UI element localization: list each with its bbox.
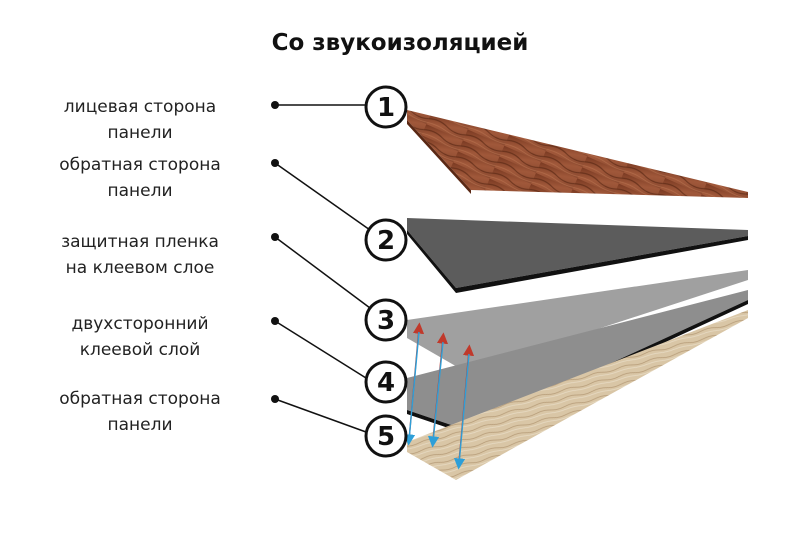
label-double-adhesive: двухсторонний клеевой слой xyxy=(30,311,250,363)
diagram-title: Со звукоизоляцией xyxy=(271,30,529,56)
gray-layer xyxy=(407,270,748,372)
leader-4 xyxy=(274,320,367,379)
light-wood-layer xyxy=(407,310,748,480)
marker-4-number: 4 xyxy=(377,368,395,398)
label-back-side-bottom-line1: обратная сторона xyxy=(59,389,221,409)
marker-3-number: 3 xyxy=(377,306,395,336)
label-face-side: лицевая сторона панели xyxy=(30,94,250,146)
marker-5-number: 5 xyxy=(377,422,395,452)
marker-5: 5 xyxy=(364,414,408,458)
wood-face-edge xyxy=(407,120,471,194)
blue-arrow-2 xyxy=(427,341,444,448)
blue-arrow-3 xyxy=(453,353,470,470)
leader-dot-3 xyxy=(271,233,279,241)
leader-dot-4 xyxy=(271,317,279,325)
label-back-side: обратная сторона панели xyxy=(30,152,250,204)
leader-5 xyxy=(274,398,367,433)
marker-1-number: 1 xyxy=(377,93,395,123)
label-face-side-line1: лицевая сторона xyxy=(63,97,217,117)
label-face-side-line2: панели xyxy=(107,123,173,143)
dark-film-layer xyxy=(407,218,748,288)
leader-dot-1 xyxy=(271,101,279,109)
label-back-side-line1: обратная сторона xyxy=(59,155,221,175)
label-back-side-line2: панели xyxy=(107,181,173,201)
marker-3: 3 xyxy=(364,298,408,342)
marker-4: 4 xyxy=(364,360,408,404)
leader-dot-5 xyxy=(271,395,279,403)
marker-2-number: 2 xyxy=(377,226,395,256)
label-protective-film-line1: защитная пленка xyxy=(61,232,219,252)
label-protective-film-line2: на клеевом слое xyxy=(65,258,215,278)
label-protective-film: защитная пленка на клеевом слое xyxy=(30,229,250,281)
label-back-side-bottom-line2: панели xyxy=(107,415,173,435)
leader-2 xyxy=(274,162,371,231)
label-double-adhesive-line2: клеевой слой xyxy=(79,340,201,360)
leader-dot-2 xyxy=(271,159,279,167)
wood-face-layer xyxy=(407,110,748,198)
leader-3 xyxy=(274,236,371,309)
label-double-adhesive-line1: двухсторонний xyxy=(71,314,209,334)
gray-layer-2 xyxy=(407,290,748,430)
blue-arrow-1 xyxy=(403,331,420,446)
marker-1: 1 xyxy=(364,85,408,129)
label-back-side-bottom: обратная сторона панели xyxy=(30,386,250,438)
marker-2: 2 xyxy=(364,218,408,262)
